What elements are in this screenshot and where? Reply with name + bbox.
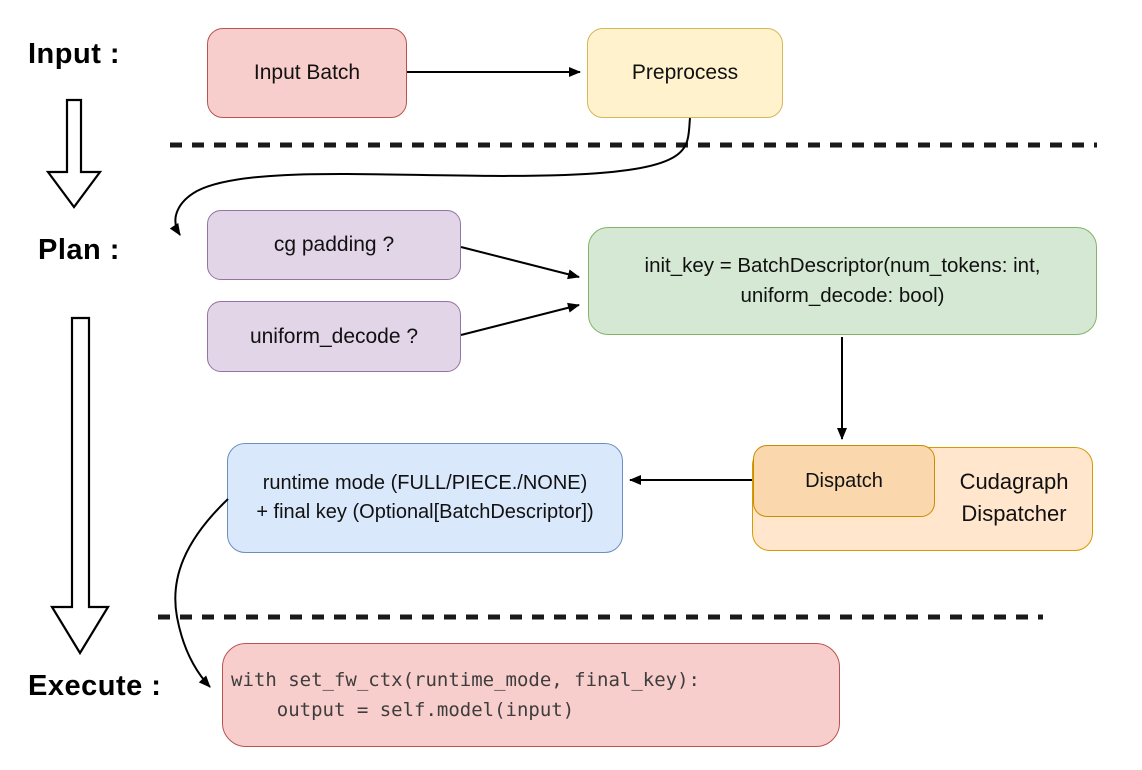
runtime-mode-final-key-node: runtime mode (FULL/PIECE./NONE) + final … xyxy=(227,443,623,553)
execute-code-line2: output = self.model(input) xyxy=(231,699,575,721)
preprocess-label: Preprocess xyxy=(631,61,739,84)
cg-padding-label: cg padding ? xyxy=(273,233,395,256)
uniform-decode-node: uniform_decode ? xyxy=(207,301,461,372)
preprocess-node: Preprocess xyxy=(587,28,783,118)
dispatch-label: Dispatch xyxy=(805,470,883,492)
uniform-decode-label: uniform_decode ? xyxy=(249,324,419,348)
arrow-cg-padding-to-init-key xyxy=(460,246,580,280)
arrow-runtime-mode-to-execute-code xyxy=(174,498,229,688)
init-key-node: init_key = BatchDescriptor(num_tokens: i… xyxy=(588,227,1097,335)
input-batch-node: Input Batch xyxy=(207,28,407,118)
stage-label-input: Input : xyxy=(28,38,121,70)
execute-code-line1: with set_fw_ctx(runtime_mode, final_key)… xyxy=(231,669,700,691)
execute-code-node: with set_fw_ctx(runtime_mode, final_key)… xyxy=(222,643,840,747)
dispatch-node: Dispatch xyxy=(753,445,935,517)
runtime-mode-line1: runtime mode (FULL/PIECE./NONE) xyxy=(262,472,588,494)
stage-label-execute: Execute : xyxy=(28,670,162,702)
arrow-uniform-decode-to-init-key xyxy=(460,302,580,336)
cudagraph-dispatcher-line1: Cudagraph xyxy=(959,469,1069,494)
cg-padding-node: cg padding ? xyxy=(207,210,461,280)
runtime-mode-line2: + final key (Optional[BatchDescriptor]) xyxy=(256,501,594,523)
cudagraph-dispatcher-line2: Dispatcher xyxy=(961,501,1067,526)
stage-label-plan: Plan : xyxy=(38,234,120,266)
init-key-line2: uniform_decode: bool) xyxy=(740,284,945,307)
cudagraph-dispatcher-label: Cudagraph Dispatcher xyxy=(935,466,1093,530)
input-to-plan-arrow-icon xyxy=(45,98,103,209)
plan-to-execute-arrow-icon xyxy=(50,316,110,656)
input-batch-label: Input Batch xyxy=(253,61,361,84)
init-key-line1: init_key = BatchDescriptor(num_tokens: i… xyxy=(644,254,1041,277)
